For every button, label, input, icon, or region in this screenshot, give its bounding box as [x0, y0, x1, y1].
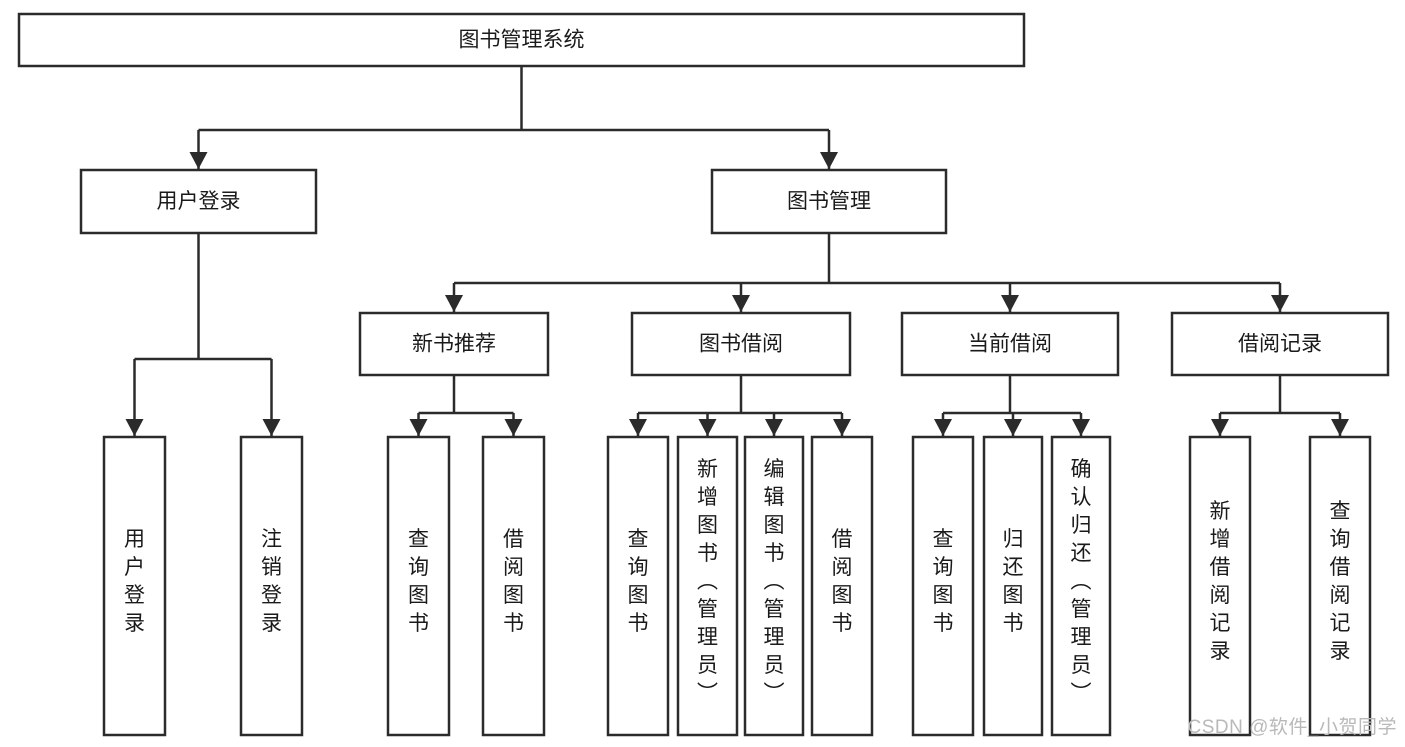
node-n-borrow[interactable]: 图书借阅: [630, 311, 852, 377]
node-box[interactable]: [1050, 435, 1112, 737]
arrow-head: [698, 419, 717, 436]
edge-group: [409, 375, 523, 436]
arrow-head: [125, 419, 144, 436]
node-box[interactable]: [358, 311, 550, 377]
edges-layer: [125, 66, 1349, 436]
node-label: 图书管理: [787, 190, 871, 213]
arrow-head: [1331, 419, 1349, 436]
node-box[interactable]: [1188, 435, 1252, 737]
node-label: 查询图书: [408, 528, 429, 635]
node-box[interactable]: [79, 168, 318, 235]
arrow-head: [820, 152, 838, 169]
node-label: 注销登录: [261, 528, 282, 635]
edge-group: [445, 233, 1289, 312]
arrow-head: [1001, 295, 1019, 312]
node-label: 新增借阅记录: [1210, 500, 1231, 663]
node-label: 借阅记录: [1238, 333, 1322, 356]
node-l-bm-edit[interactable]: 编辑图书︵管理员︶: [743, 435, 805, 737]
node-box[interactable]: [900, 311, 1120, 377]
arrow-head: [445, 295, 463, 312]
node-l-user-logout[interactable]: 注销登录: [239, 435, 304, 737]
node-box[interactable]: [630, 311, 852, 377]
node-box[interactable]: [982, 435, 1044, 737]
node-label: 用户登录: [124, 528, 145, 635]
node-label: 当前借阅: [968, 333, 1052, 356]
node-box[interactable]: [710, 168, 948, 235]
arrow-head: [1211, 419, 1229, 436]
node-n-history[interactable]: 借阅记录: [1170, 311, 1390, 377]
node-box[interactable]: [481, 435, 546, 737]
node-box[interactable]: [17, 12, 1026, 68]
edge-group: [629, 375, 851, 436]
edge-group: [1211, 375, 1349, 436]
node-l-bm-borrow[interactable]: 借阅图书: [810, 435, 874, 737]
node-n-current[interactable]: 当前借阅: [900, 311, 1120, 377]
node-label: 图书借阅: [699, 333, 783, 356]
node-l-his-add[interactable]: 新增借阅记录: [1188, 435, 1252, 737]
arrow-head: [262, 419, 281, 436]
node-label: 确认归还︵管理员︶: [1071, 458, 1092, 705]
node-box[interactable]: [676, 435, 739, 737]
arrow-head: [1072, 419, 1090, 436]
node-l-bm-add[interactable]: 新增图书︵管理员︶: [676, 435, 739, 737]
arrow-head: [189, 152, 208, 169]
edge-group: [125, 233, 281, 436]
node-label: 查询图书: [933, 528, 954, 635]
node-label: 借阅图书: [832, 528, 853, 635]
node-box[interactable]: [102, 435, 167, 737]
node-l-user-login[interactable]: 用户登录: [102, 435, 167, 737]
node-box[interactable]: [1170, 311, 1390, 377]
node-l-cur-query[interactable]: 查询图书: [911, 435, 975, 737]
node-l-his-query[interactable]: 查询借阅记录: [1308, 435, 1372, 737]
node-root[interactable]: 图书管理系统: [17, 12, 1026, 68]
arrow-head: [732, 295, 750, 312]
node-box[interactable]: [911, 435, 975, 737]
node-box[interactable]: [606, 435, 670, 737]
arrow-head: [1271, 295, 1289, 312]
node-label: 查询借阅记录: [1330, 500, 1351, 663]
arrow-head: [504, 419, 523, 436]
node-label: 用户登录: [157, 190, 241, 213]
arrow-head: [765, 419, 783, 436]
node-box[interactable]: [386, 435, 451, 737]
node-l-bm-query[interactable]: 查询图书: [606, 435, 670, 737]
node-label: 图书管理系统: [459, 29, 585, 52]
node-label: 新增图书︵管理员︶: [697, 458, 718, 705]
arrow-head: [409, 419, 428, 436]
arrow-head: [629, 419, 647, 436]
node-n-book-mgmt[interactable]: 图书管理: [710, 168, 948, 235]
arrow-head: [833, 419, 851, 436]
node-label: 编辑图书︵管理员︶: [764, 458, 785, 705]
node-label: 新书推荐: [412, 333, 496, 356]
node-n-new-rec[interactable]: 新书推荐: [358, 311, 550, 377]
node-box[interactable]: [1308, 435, 1372, 737]
arrow-head: [1004, 419, 1022, 436]
arrow-head: [934, 419, 952, 436]
edge-group: [189, 66, 838, 169]
node-box[interactable]: [743, 435, 805, 737]
edge-group: [934, 375, 1090, 436]
node-label: 借阅图书: [503, 528, 524, 635]
node-box[interactable]: [810, 435, 874, 737]
node-l-rec-borrow[interactable]: 借阅图书: [481, 435, 546, 737]
node-n-user-login[interactable]: 用户登录: [79, 168, 318, 235]
node-l-cur-confirm[interactable]: 确认归还︵管理员︶: [1050, 435, 1112, 737]
node-l-cur-return[interactable]: 归还图书: [982, 435, 1044, 737]
nodes-layer: 图书管理系统用户登录图书管理新书推荐图书借阅当前借阅借阅记录用户登录注销登录查询…: [17, 12, 1390, 737]
node-label: 查询图书: [628, 528, 649, 635]
node-label: 归还图书: [1003, 528, 1024, 635]
node-box[interactable]: [239, 435, 304, 737]
node-l-rec-query[interactable]: 查询图书: [386, 435, 451, 737]
